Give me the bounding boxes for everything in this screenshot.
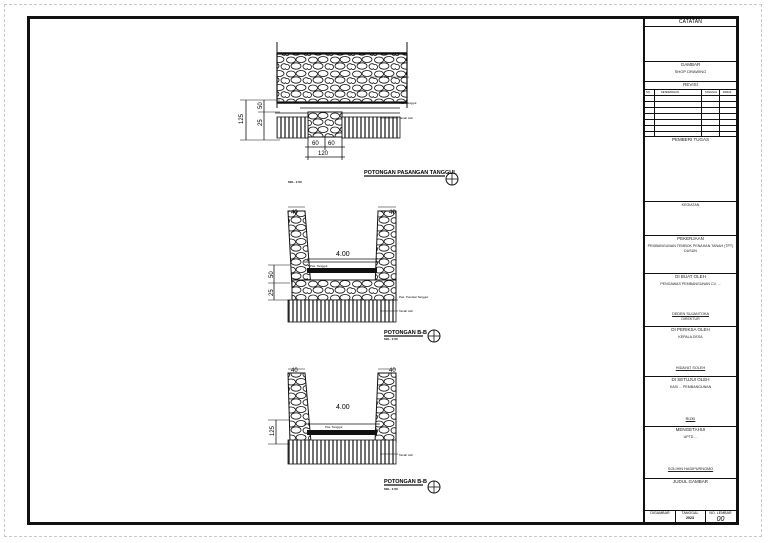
s3-scale: SKL. 1:50 (384, 487, 398, 491)
gambar-heading: GAMBAR (680, 62, 701, 67)
judul-gambar-heading: JUDUL GAMBAR (672, 479, 709, 484)
s3-note-1: Pas. Tanggul (325, 425, 343, 429)
pekerjaan-value: PEMBANGUNAN TEMBOK PENAHAN TANAH (TPT) D… (647, 244, 734, 253)
revisi-col-ket: KETERANGAN (661, 91, 679, 94)
s3-note-2: Tanah Asli (399, 453, 413, 457)
s3-dim-width: 4.00 (336, 404, 350, 411)
s2-scale: SKL. 1:50 (384, 337, 398, 341)
s1-scale: SKL. 1:50 (288, 180, 302, 184)
s2-note-1: Pas. Tanggul (310, 264, 328, 268)
s3-title: POTONGAN B-B (384, 479, 427, 485)
dibuat-role: DIREKTUR (681, 317, 700, 321)
no-lembar-label: NO. LEMBAR (709, 511, 732, 515)
diperiksa-name: HIDAYAT SOLEH (675, 366, 706, 370)
s1-dim-lower: 25 (258, 119, 264, 126)
section-2-drawing (268, 206, 441, 343)
title-block: CATATAN GAMBAR SHOP DRAWING REVISI NO. K… (643, 19, 736, 523)
s3-dim-right-top: 40 (389, 368, 396, 374)
s3-dim-left-top: 40 (291, 368, 298, 374)
s1-note-2: Pas. Tanggul (399, 101, 417, 105)
digambar-label: DIGAMBAR (650, 511, 670, 515)
section-3-drawing (268, 368, 441, 494)
s2-dim-width: 4.00 (336, 251, 350, 258)
digambar-cell: DIGAMBAR (645, 511, 676, 523)
diperiksa-heading: DI PERIKSA OLEH (671, 327, 710, 332)
revisi-col-no: NO. (646, 91, 651, 94)
kegiatan-cell: KEGIATAN (645, 201, 736, 235)
s2-title: POTONGAN B-B (384, 330, 427, 336)
s1-dim-total: 125 (239, 113, 245, 124)
pemberi-tugas-cell: PEMBERI TUGAS (645, 136, 736, 201)
s1-dim-left: 60 (312, 141, 319, 147)
pekerjaan-heading: PEKERJAAN (677, 236, 704, 241)
s2-note-3: Tanah Asli (399, 309, 413, 313)
disetujui-value: KASI ... PEMBANGUNAN (669, 385, 712, 389)
judul-gambar-cell: JUDUL GAMBAR (645, 478, 736, 510)
lembar-value: 00 (716, 516, 725, 523)
s1-dim-right: 60 (328, 141, 335, 147)
s2-dim-h2: 25 (269, 289, 275, 296)
no-lembar-cell: NO. LEMBAR 00 (705, 511, 736, 523)
s2-note-2: Pas. Pondasi Tanggul (399, 295, 428, 299)
sheet-border (4, 4, 762, 537)
revisi-cell: REVISI NO. KETERANGAN TANGGAL PARAF (645, 81, 736, 137)
gambar-value: SHOP DRAWING (674, 69, 707, 74)
s2-dim-right-top: 40 (389, 210, 396, 216)
s1-note-3: Tanah Asli (399, 116, 413, 120)
disetujui-oleh-cell: DI SETUJUI OLEH KASI ... PEMBANGUNAN RIZ… (645, 376, 736, 426)
s2-dim-h1: 50 (269, 271, 275, 278)
catatan-heading: CATATAN (645, 19, 736, 27)
drawing-frame (27, 16, 739, 525)
revisi-col-tgl: TANGGAL (705, 91, 718, 94)
section-1-drawing (240, 42, 459, 186)
kegiatan-heading: KEGIATAN (681, 203, 700, 207)
pekerjaan-cell: PEKERJAAN PEMBANGUNAN TEMBOK PENAHAN TAN… (645, 235, 736, 273)
disetujui-heading: DI SETUJUI OLEH (671, 377, 710, 382)
s1-title: POTONGAN PASANGAN TANGGUL (364, 170, 457, 176)
dibuat-oleh-cell: DI BUAT OLEH PENGAWAS PEMBANGUNAN CV. ..… (645, 273, 736, 326)
tanggal-label: TANGGAL (681, 511, 699, 515)
disetujui-name: RIZKI (685, 417, 696, 421)
revisi-col-paraf: PARAF (723, 91, 732, 94)
mengetahui-value: UPTD ... (683, 435, 698, 439)
s1-note-1: Pas. Pondasi Batu (384, 75, 409, 79)
mengetahui-heading: MENGETAHUI (675, 427, 706, 432)
diperiksa-value: KEPALA DESA (678, 335, 703, 339)
dibuat-name: DEDEN SUJANTOKA (671, 312, 710, 316)
revisi-table: NO. KETERANGAN TANGGAL PARAF (645, 89, 736, 137)
s1-dim-bottom: 120 (318, 151, 329, 157)
dibuat-heading: DI BUAT OLEH (675, 274, 706, 279)
pemberi-tugas-heading: PEMBERI TUGAS (672, 137, 709, 142)
s2-dim-left-top: 40 (291, 210, 298, 216)
s3-dim-h1: 125 (270, 425, 276, 436)
dibuat-value: PENGAWAS PEMBANGUNAN CV. ... (660, 282, 721, 286)
revisi-heading: REVISI (683, 82, 698, 87)
gambar-cell: GAMBAR SHOP DRAWING (645, 61, 736, 81)
bottom-row: DIGAMBAR TANGGAL 2023 NO. LEMBAR 00 (645, 510, 736, 523)
diperiksa-oleh-cell: DI PERIKSA OLEH KEPALA DESA HIDAYAT SOLE… (645, 326, 736, 376)
s1-dim-upper: 50 (258, 102, 264, 109)
mengetahui-name: SOLIHIN HADIPURNOMO (667, 467, 714, 471)
tahun-value: 2023 (686, 516, 694, 520)
tanggal-cell: TANGGAL 2023 (675, 511, 706, 523)
mengetahui-cell: MENGETAHUI UPTD ... SOLIHIN HADIPURNOMO (645, 426, 736, 478)
